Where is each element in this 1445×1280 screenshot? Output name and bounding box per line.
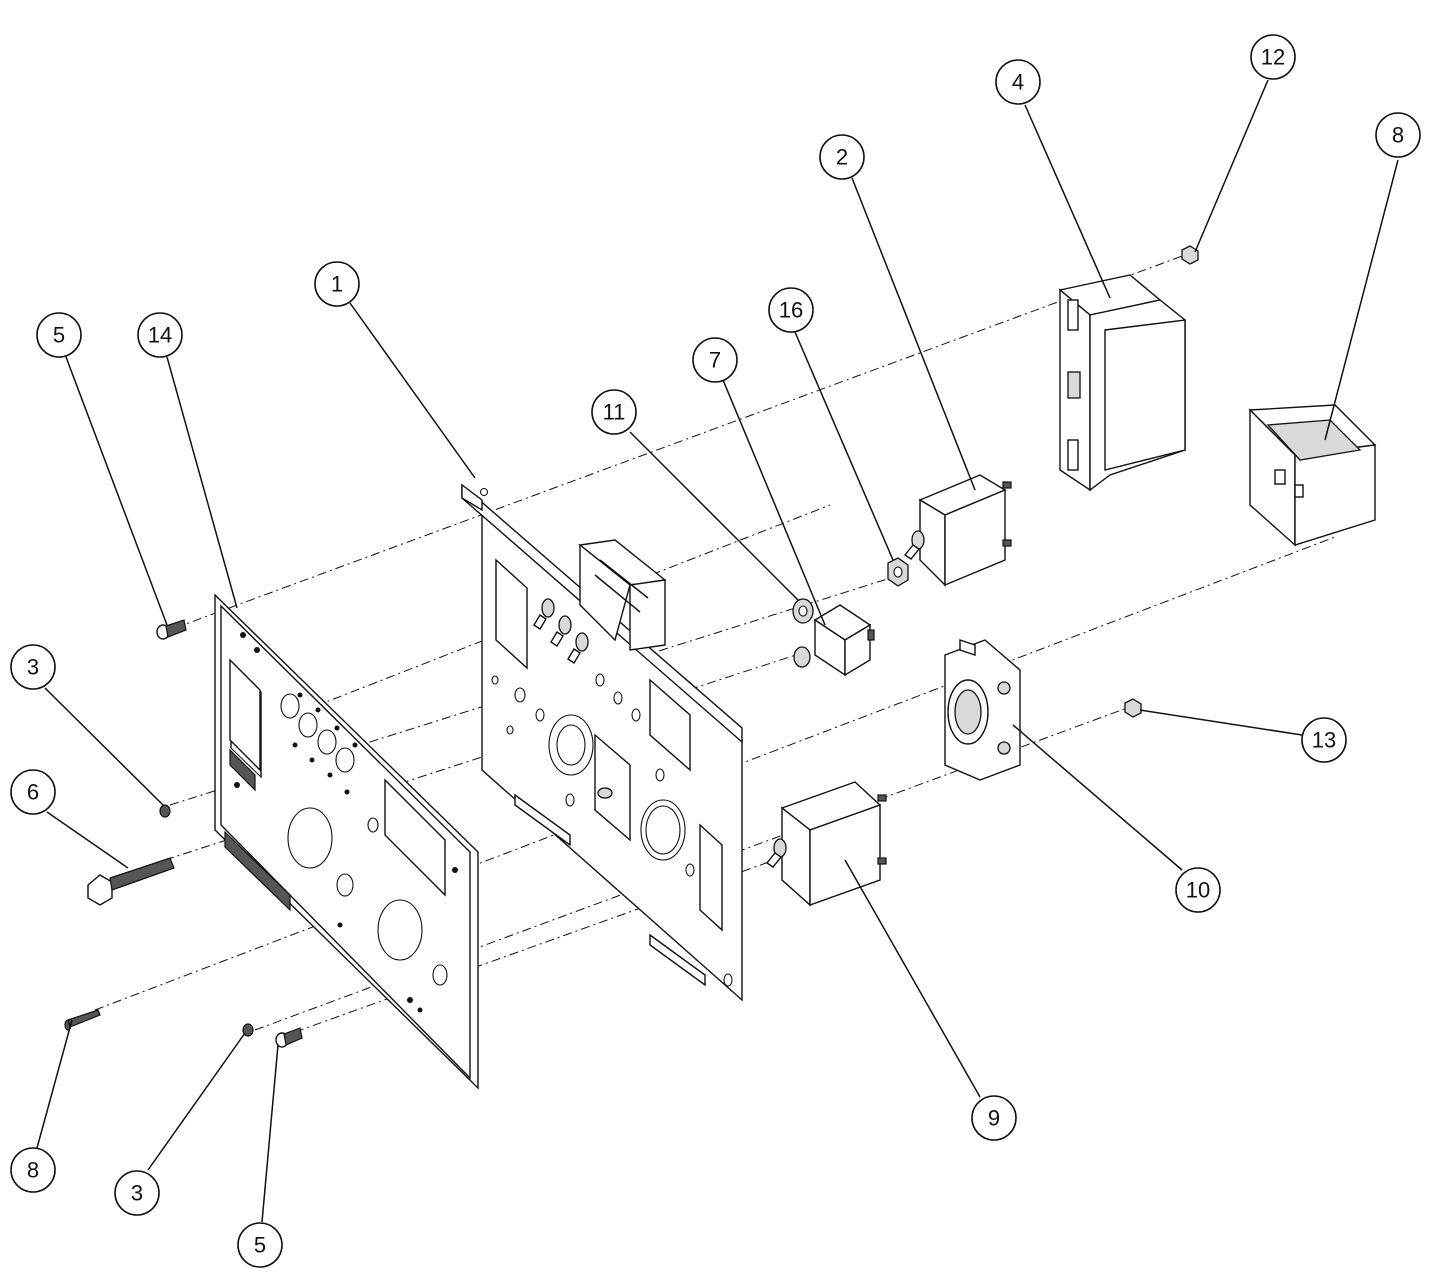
balloon-7: 7 — [692, 337, 738, 383]
svg-text:7: 7 — [709, 348, 721, 373]
nut-part-16 — [887, 557, 909, 587]
svg-text:11: 11 — [603, 400, 626, 425]
svg-text:8: 8 — [1392, 123, 1404, 148]
breaker-part-9 — [765, 781, 887, 907]
balloon-9: 9 — [971, 1095, 1017, 1141]
balloon-8-left: 8 — [10, 1147, 56, 1193]
svg-text:12: 12 — [1261, 45, 1285, 70]
nut-part-12 — [1181, 245, 1199, 265]
bolt-part-6 — [87, 857, 175, 906]
balloon-4: 4 — [995, 59, 1041, 105]
svg-text:8: 8 — [27, 1158, 39, 1183]
balloon-11: 11 — [591, 389, 637, 435]
svg-text:16: 16 — [779, 298, 803, 323]
screw-part-5-lower — [275, 1027, 303, 1048]
balloon-13: 13 — [1301, 717, 1347, 763]
balloon-10: 10 — [1175, 867, 1221, 913]
balloon-6: 6 — [10, 769, 56, 815]
screw-part-3-lower — [242, 1023, 254, 1037]
receptacle-part-8 — [1248, 404, 1377, 547]
balloon-8-right: 8 — [1375, 112, 1421, 158]
balloon-3-upper: 3 — [10, 644, 56, 690]
svg-text:5: 5 — [53, 323, 65, 348]
svg-text:1: 1 — [331, 272, 343, 297]
svg-text:9: 9 — [988, 1106, 1000, 1131]
faceplate-part-14 — [214, 593, 479, 1090]
svg-text:6: 6 — [27, 780, 39, 805]
balloon-5-upper: 5 — [36, 312, 82, 358]
breaker-part-2 — [903, 474, 1012, 587]
nut-part-13 — [1124, 698, 1142, 718]
leader-lines — [36, 79, 1399, 1223]
balloon-12: 12 — [1250, 34, 1296, 80]
svg-text:13: 13 — [1312, 728, 1336, 753]
balloon-16: 16 — [768, 287, 814, 333]
balloon-2: 2 — [819, 134, 865, 180]
switch-part-7 — [793, 604, 875, 677]
balloon-14: 14 — [137, 312, 183, 358]
svg-text:5: 5 — [254, 1233, 266, 1258]
balloon-1: 1 — [314, 261, 360, 307]
svg-text:10: 10 — [1186, 878, 1210, 903]
svg-text:3: 3 — [131, 1181, 143, 1206]
screw-part-5-upper — [156, 619, 187, 640]
receptacle-part-10 — [944, 639, 1021, 781]
balloon-3-lower: 3 — [114, 1170, 160, 1216]
svg-text:4: 4 — [1012, 70, 1024, 95]
screw-part-3-upper — [159, 804, 171, 818]
svg-text:2: 2 — [836, 145, 848, 170]
svg-text:14: 14 — [148, 323, 172, 348]
nut-part-11 — [792, 598, 814, 624]
breaker-part-4 — [1058, 274, 1186, 492]
mounting-panel-part-1 — [461, 483, 743, 1002]
svg-text:3: 3 — [27, 655, 39, 680]
balloon-5-lower: 5 — [237, 1222, 283, 1268]
